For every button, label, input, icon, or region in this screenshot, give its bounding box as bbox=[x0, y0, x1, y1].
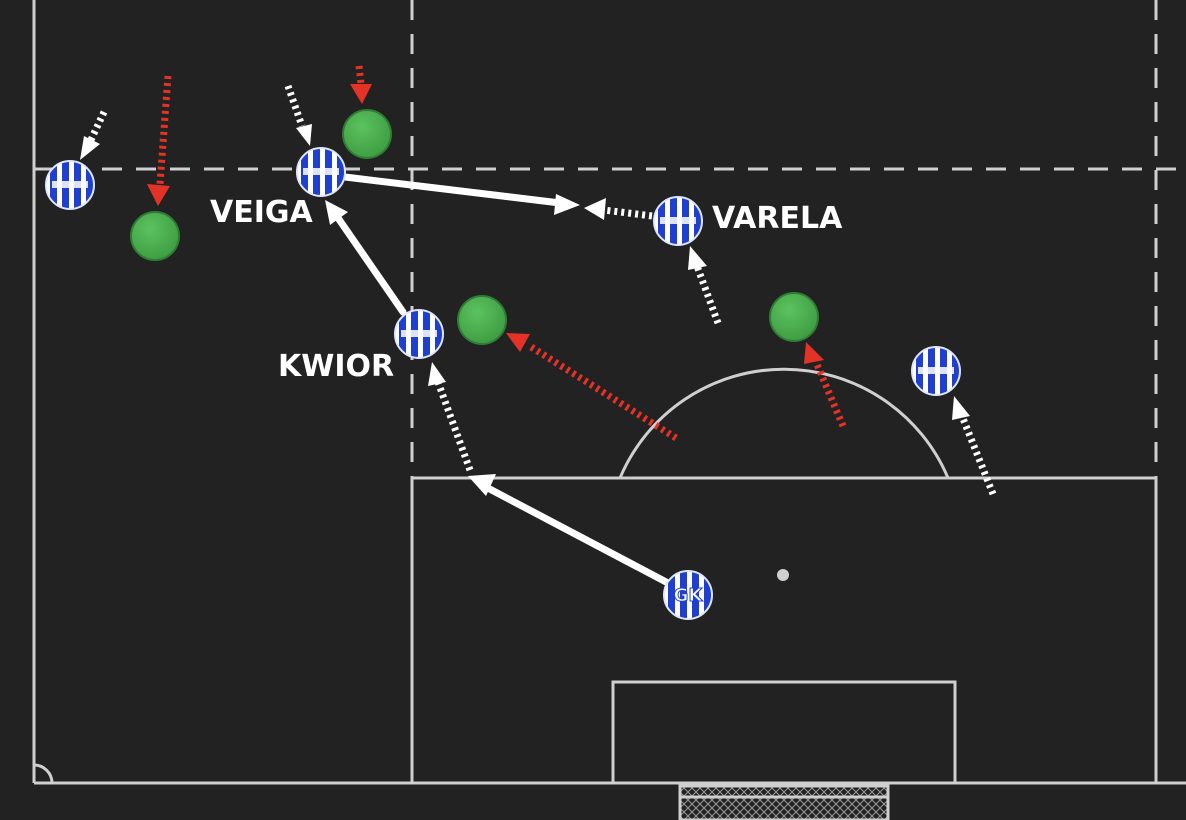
run-arrow-veiga bbox=[284, 84, 312, 146]
player-kwior bbox=[394, 309, 444, 359]
label-kwior: KWIOR bbox=[278, 349, 394, 384]
opponents bbox=[130, 109, 819, 345]
player-varela bbox=[653, 196, 703, 246]
label-varela: VARELA bbox=[712, 201, 843, 236]
opponent-arrow-top bbox=[350, 65, 372, 104]
opponent-marker bbox=[130, 211, 180, 261]
opponent-arrow-middle bbox=[506, 333, 678, 441]
opponent-marker bbox=[769, 292, 819, 342]
player-goalkeeper: GK bbox=[663, 570, 713, 620]
run-arrow-varela-vertical bbox=[688, 246, 722, 325]
player-veiga bbox=[296, 147, 346, 197]
run-arrow-kwior bbox=[428, 362, 474, 472]
team-run-arrows bbox=[80, 84, 997, 496]
run-arrow-varela-horizontal bbox=[584, 198, 653, 220]
goalkeeper-label: GK bbox=[674, 585, 704, 606]
goal bbox=[678, 784, 890, 820]
penalty-arc bbox=[618, 367, 950, 479]
opponent-marker bbox=[342, 109, 392, 159]
pass-arrows bbox=[325, 173, 672, 587]
run-arrow-right-midfielder bbox=[952, 396, 997, 496]
run-arrow-left-winger bbox=[80, 110, 108, 160]
opponent-arrow-left bbox=[147, 75, 172, 206]
opponent-arrow-right bbox=[804, 342, 847, 428]
opponent-marker bbox=[457, 295, 507, 345]
pass-arrow-gk-to-kwior bbox=[468, 474, 672, 587]
teammates: GK bbox=[45, 147, 961, 620]
pass-arrow-veiga-to-varela bbox=[341, 173, 580, 215]
six-yard-box bbox=[611, 680, 957, 785]
zone-lines bbox=[34, 0, 1186, 478]
pass-arrow-kwior-to-veiga bbox=[325, 200, 407, 316]
corner-arc bbox=[33, 763, 54, 784]
opponent-run-arrows bbox=[147, 65, 847, 441]
player-right-midfielder bbox=[911, 346, 961, 396]
pitch-markings bbox=[32, 0, 1186, 785]
penalty-spot bbox=[777, 569, 789, 581]
label-veiga: VEIGA bbox=[210, 195, 313, 230]
player-left-winger bbox=[45, 160, 95, 210]
